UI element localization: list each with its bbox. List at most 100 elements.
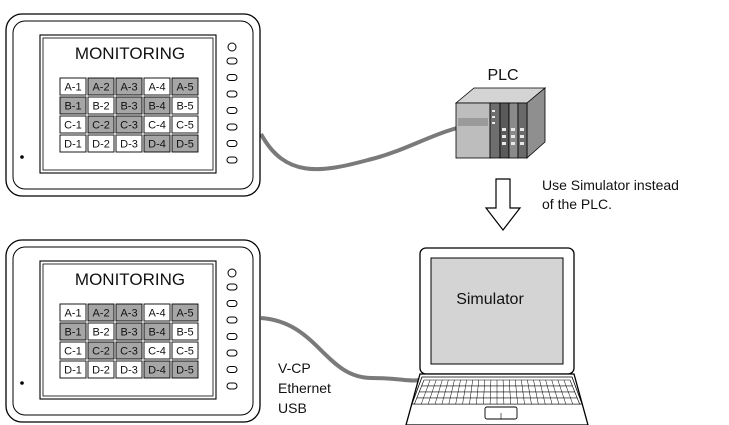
grid-cell-label: A-1 bbox=[64, 308, 81, 320]
grid-cell: B-2 bbox=[87, 96, 115, 115]
grid-cell: B-5 bbox=[171, 96, 199, 115]
function-key-button[interactable] bbox=[226, 74, 238, 81]
grid-cell: C-3 bbox=[115, 341, 143, 360]
indicator-led bbox=[227, 42, 237, 52]
grid-cell-label: A-2 bbox=[92, 308, 109, 320]
connection-label: V-CP bbox=[278, 360, 311, 376]
grid-cell: A-4 bbox=[143, 303, 171, 322]
function-key-button[interactable] bbox=[226, 140, 238, 147]
function-key-button[interactable] bbox=[226, 316, 238, 324]
status-grid: A-1 A-2 A-3 A-4 A-5B-1 B-2 B-3 B-4 B-5C-1 C-2 C-3 C… bbox=[59, 77, 199, 153]
grid-cell: B-1 bbox=[59, 96, 87, 115]
grid-cell: C-1 bbox=[59, 115, 87, 134]
grid-cell: B-5 bbox=[171, 322, 199, 341]
note-text: Use Simulator instead bbox=[542, 177, 679, 193]
grid-cell: A-3 bbox=[115, 303, 143, 322]
grid-cell-label: B-4 bbox=[148, 101, 165, 113]
grid-cell: A-3 bbox=[115, 77, 143, 96]
grid-cell-label: C-3 bbox=[120, 120, 138, 132]
grid-cell-label: A-1 bbox=[64, 82, 81, 94]
grid-cell: B-4 bbox=[143, 96, 171, 115]
grid-cell-label: C-4 bbox=[148, 120, 166, 132]
grid-cell: D-3 bbox=[115, 134, 143, 153]
grid-cell: A-1 bbox=[59, 303, 87, 322]
grid-cell: C-2 bbox=[87, 341, 115, 360]
grid-cell-label: D-5 bbox=[176, 139, 194, 151]
grid-cell-label: C-2 bbox=[92, 120, 110, 132]
grid-cell-label: C-3 bbox=[120, 346, 138, 358]
note-text: of the PLC. bbox=[542, 196, 612, 212]
grid-cell: D-3 bbox=[115, 360, 143, 379]
grid-cell-label: D-2 bbox=[92, 139, 110, 151]
grid-cell-label: D-1 bbox=[64, 365, 82, 377]
connection-label: Ethernet bbox=[278, 380, 331, 396]
plc-label: PLC bbox=[487, 67, 518, 84]
keyboard bbox=[413, 379, 581, 405]
function-key-button[interactable] bbox=[226, 107, 238, 114]
laptop-cable bbox=[260, 316, 421, 383]
grid-cell-label: D-2 bbox=[92, 365, 110, 377]
grid-cell: B-3 bbox=[115, 322, 143, 341]
hmi-power-led bbox=[20, 155, 24, 159]
grid-cell-label: B-3 bbox=[120, 101, 137, 113]
function-keys bbox=[226, 268, 238, 390]
grid-cell-label: D-4 bbox=[148, 139, 166, 151]
function-key-button[interactable] bbox=[226, 283, 238, 291]
grid-cell-label: D-3 bbox=[120, 365, 138, 377]
grid-cell: D-5 bbox=[171, 134, 199, 153]
grid-cell: B-2 bbox=[87, 322, 115, 341]
grid-cell-label: C-1 bbox=[64, 346, 82, 358]
function-key-button[interactable] bbox=[226, 382, 238, 390]
grid-cell: C-5 bbox=[171, 115, 199, 134]
function-key-button[interactable] bbox=[226, 123, 238, 131]
grid-cell-label: C-1 bbox=[64, 120, 82, 132]
grid-cell: A-5 bbox=[171, 77, 199, 96]
grid-cell: A-4 bbox=[143, 77, 171, 96]
function-key-button[interactable] bbox=[226, 333, 238, 340]
grid-cell: C-2 bbox=[87, 115, 115, 134]
grid-cell-label: B-2 bbox=[92, 101, 109, 113]
grid-cell-label: A-2 bbox=[92, 82, 109, 94]
grid-cell-label: B-5 bbox=[176, 327, 193, 339]
function-key-button[interactable] bbox=[226, 57, 238, 65]
simulator-screen-label: Simulator bbox=[456, 291, 524, 308]
hmi-power-led bbox=[20, 381, 24, 385]
grid-cell: C-1 bbox=[59, 341, 87, 360]
replace-arrow bbox=[484, 178, 522, 231]
function-key-button[interactable] bbox=[226, 156, 238, 164]
grid-cell-label: B-2 bbox=[92, 327, 109, 339]
grid-cell: D-1 bbox=[59, 360, 87, 379]
grid-cell: C-4 bbox=[143, 115, 171, 134]
grid-cell-label: D-1 bbox=[64, 139, 82, 151]
grid-cell-label: A-4 bbox=[148, 82, 165, 94]
grid-cell: B-3 bbox=[115, 96, 143, 115]
grid-cell: C-4 bbox=[143, 341, 171, 360]
function-key-button[interactable] bbox=[226, 300, 238, 307]
grid-cell-label: C-5 bbox=[176, 346, 194, 358]
grid-cell: C-3 bbox=[115, 115, 143, 134]
function-key-button[interactable] bbox=[226, 90, 238, 98]
hmi-screen-title: MONITORING bbox=[75, 270, 185, 289]
laptop: Simulator bbox=[405, 247, 589, 425]
grid-cell-label: B-4 bbox=[148, 327, 165, 339]
grid-cell: C-5 bbox=[171, 341, 199, 360]
grid-cell-label: B-1 bbox=[64, 327, 81, 339]
grid-cell-label: B-1 bbox=[64, 101, 81, 113]
plc-unit bbox=[454, 87, 547, 159]
grid-cell: B-1 bbox=[59, 322, 87, 341]
grid-cell-label: B-3 bbox=[120, 327, 137, 339]
grid-cell-label: A-3 bbox=[120, 82, 137, 94]
grid-cell: D-4 bbox=[143, 134, 171, 153]
grid-cell-label: D-5 bbox=[176, 365, 194, 377]
grid-cell: A-1 bbox=[59, 77, 87, 96]
indicator-led bbox=[227, 268, 237, 278]
grid-cell-label: C-5 bbox=[176, 120, 194, 132]
function-key-button[interactable] bbox=[226, 349, 238, 357]
grid-cell-label: C-2 bbox=[92, 346, 110, 358]
grid-cell-label: A-3 bbox=[120, 308, 137, 320]
grid-cell: A-5 bbox=[171, 303, 199, 322]
function-key-button[interactable] bbox=[226, 366, 238, 373]
